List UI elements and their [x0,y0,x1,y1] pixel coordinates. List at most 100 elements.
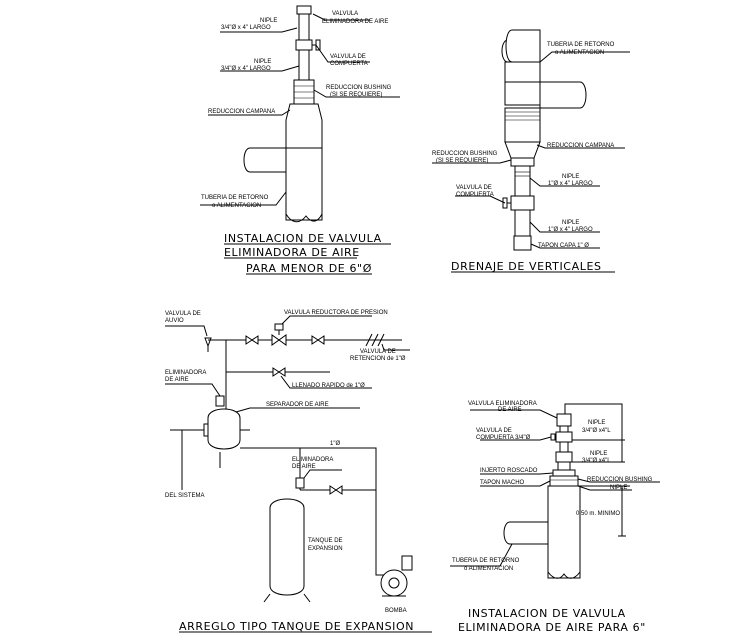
label-compuerta: COMPUERTA [456,192,494,198]
riser-pipe [285,147,323,221]
label-valvula-eliminadora: VALVULA ELIMINADORA [468,401,537,407]
quick-fill-valve [272,367,280,377]
label-llenado: LLENADO RAPIDO de 1"Ø [292,383,365,389]
label-reduccion-campana: REDUCCION CAMPANA [208,109,275,115]
gate-valve-body [295,39,313,51]
valve-2 [311,335,319,345]
label-niple-bottom: NIPLE [562,220,579,226]
gate-valve [555,431,573,443]
end-cap [513,235,532,251]
reducer-bell [285,103,323,149]
label-del-sistema: DEL SISTEMA [165,493,204,499]
pump-motor [401,555,413,571]
label-niple-small: NIPLE [610,485,627,491]
label-pipe-size: 1"Ø [330,441,340,447]
label-valvula-retencion: VALVULA DE [360,349,396,355]
label-valvula-compuerta: VALVULA DE [476,428,512,434]
pump-line [240,447,386,576]
title-line-1: INSTALACION DE VALVULA [224,232,382,245]
reducer-bell [504,141,541,159]
tank-valve [329,485,337,495]
plug-body [549,475,579,487]
label-eliminadora-tank: ELIMINADORA [292,457,333,463]
relief-valve [204,337,212,348]
label-reduccion-campana: REDUCCION CAMPANA [547,143,614,149]
vertical-pipe [504,107,541,143]
label-alimentacion: o ALIMENTACION [464,566,513,572]
detail-tanque-expansion: VALVULA DE AUVIO VALVULA REDUCTORA DE PR… [165,310,432,633]
label-alimentacion: o ALIMENTACION [555,50,604,56]
label-si-se-requiere: (SI SE REQUIERE) [330,92,382,98]
label-tuberia: TUBERIA DE RETORNO [452,558,520,564]
label-minimo: 0.50 m. MINIMO [576,511,620,517]
label-niple-mid: NIPLE [254,59,271,65]
nipple-mid [298,49,310,81]
label-alimentacion: o ALIMENTACION [212,203,261,209]
label-de-aire-tank: DE AIRE [292,464,316,470]
air-eliminator-valve [556,413,572,427]
label-niple-top: NIPLE [260,18,277,24]
separator-eliminator [215,395,225,407]
branch-pipe [503,521,549,545]
detail-valvula-menor-6: VALVULA ELIMINADORA DE AIRE NIPLE 3/4"Ø … [200,5,400,275]
label-alivio: AUVIO [165,318,184,324]
branch-pipe [243,147,287,173]
label-separador: SEPARADOR DE AIRE [266,402,329,408]
label-niple-top-size: 1"Ø x 4" LARGO [548,181,593,187]
top-bend [505,29,541,63]
label-compuerta: COMPUERTA 3/4"Ø [476,435,531,441]
detail-valvula-6: VALVULA ELIMINADORA DE AIRE NIPLE 3/4"Ø … [450,401,660,634]
bushing [510,157,535,167]
label-de-aire: DE AIRE [498,407,522,413]
label-niple-top: NIPLE [588,420,605,426]
title-line-3: PARA MENOR DE 6"Ø [246,262,372,275]
threaded-insert [552,469,576,477]
label-compuerta: COMPUERTA [330,61,368,67]
label-eliminadora: ELIMINADORA DE AIRE [322,19,388,25]
label-reduccion-bushing: REDUCCION BUSHING [326,85,392,91]
riser-pipe [547,485,581,579]
tee-body [504,61,541,83]
label-de-aire: DE AIRE [165,377,189,383]
check-valve-symbol [365,333,385,347]
label-tanque: TANQUE DE [308,538,343,544]
label-expansion: EXPANSION [308,546,343,552]
expansion-tank [269,498,305,596]
nipple-bottom [514,209,531,237]
nipple-top [514,165,531,197]
title-line-2: ELIMINADORA DE AIRE [224,246,360,259]
label-injerto: INJERTO ROSCADO [480,468,538,474]
label-reduccion-bushing: REDUCCION BUSHING [432,151,498,157]
title: ARREGLO TIPO TANQUE DE EXPANSION [179,620,414,633]
label-retencion: RETENCION de 1"Ø [350,356,406,362]
label-bomba: BOMBA [385,608,407,614]
label-valvula-alivio: VALVULA DE [165,311,201,317]
air-eliminator-valve [296,5,312,15]
label-reduccion-bushing: REDUCCION BUSHING [587,477,653,483]
label-tapon-macho: TAPON MACHO [480,480,525,486]
title-line-1: INSTALACION DE VALVULA [468,607,626,620]
right-branch [539,81,587,109]
label-valvula-compuerta: VALVULA DE [456,185,492,191]
label-niple-top-size: 3/4"Ø x4"L [582,428,611,434]
label-tuberia: TUBERIA DE RETORNO [547,42,615,48]
label-valvula: VALVULA [332,11,358,17]
gate-valve [510,195,535,211]
label-niple-mid-size: 3/4"Ø x 4" LARGO [221,66,271,72]
air-separator [207,408,241,450]
label-niple-top-size: 3/4"Ø x 4" LARGO [221,25,271,31]
title-line-2: ELIMINADORA DE AIRE PARA 6" [458,621,646,634]
detail-drenaje-verticales: TUBERIA DE RETORNO o ALIMENTACION REDUCC… [432,29,630,273]
label-tuberia: TUBERIA DE RETORNO [201,195,269,201]
label-niple-top: NIPLE [562,174,579,180]
title: DRENAJE DE VERTICALES [451,260,602,273]
tank-eliminator [295,477,305,489]
label-eliminadora: ELIMINADORA [165,370,206,376]
pressure-reducing-valve [271,334,280,346]
label-niple-mid: NIPLE [590,451,607,457]
valve-1 [245,335,253,345]
label-si-se-requiere: (SI SE REQUIERE) [436,158,488,164]
label-niple-bottom-size: 1"Ø x 4" LARGO [548,227,593,233]
label-valvula-compuerta: VALVULA DE [330,54,366,60]
